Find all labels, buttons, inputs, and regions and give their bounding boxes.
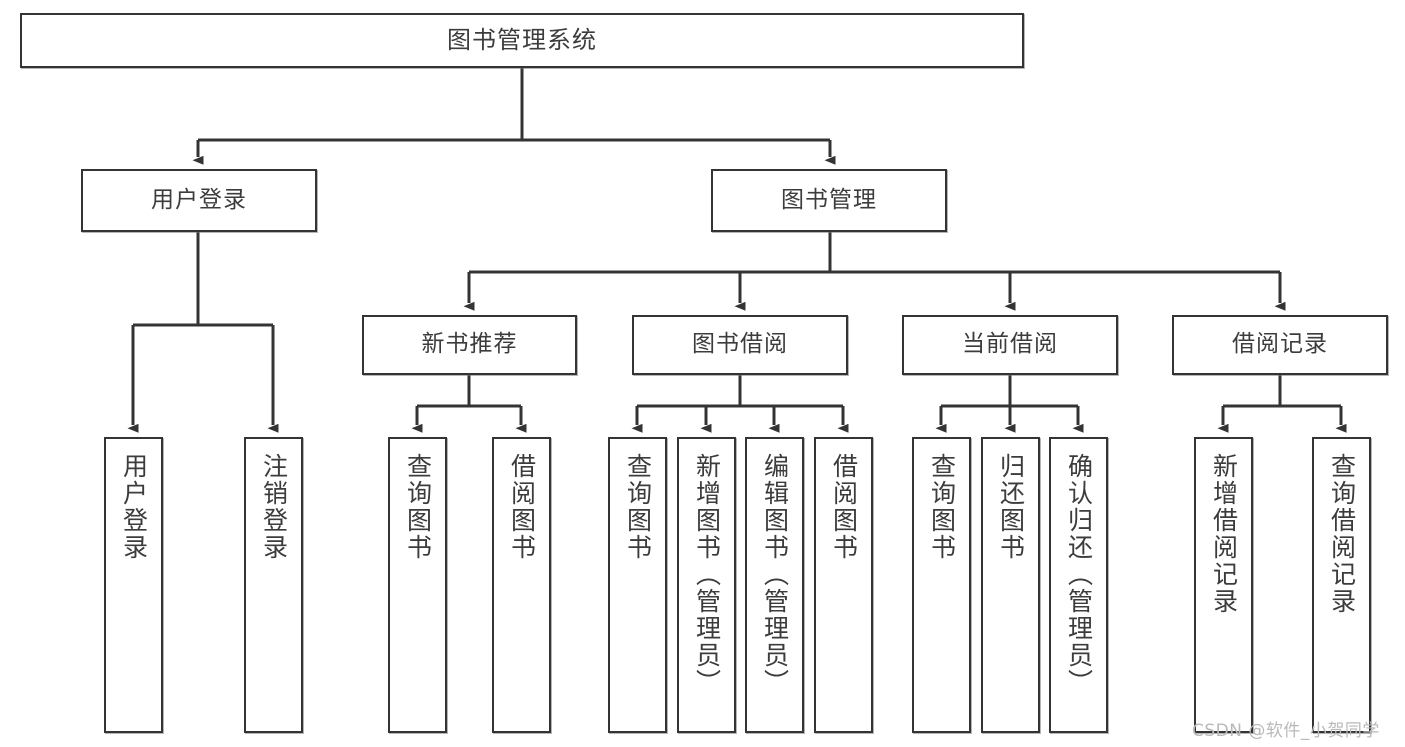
node-book-management[interactable]: 图书管理 (711, 169, 947, 232)
leaf-new-book-query-books[interactable]: 查询图书 (388, 437, 447, 733)
leaf-current-borrow-return-books[interactable]: 归还图书 (981, 437, 1040, 733)
leaf-new-book-borrow-books[interactable]: 借阅图书 (492, 437, 551, 733)
node-label: 新增借阅记录 (1209, 453, 1239, 615)
node-label: 用户登录 (119, 453, 149, 561)
node-label: 确认归还（管理员） (1064, 453, 1094, 696)
node-root-book-management-system[interactable]: 图书管理系统 (20, 13, 1024, 68)
leaf-user-login-logout[interactable]: 注销登录 (244, 437, 303, 733)
node-label: 借阅图书 (829, 453, 859, 561)
node-label: 图书管理 (781, 186, 877, 213)
node-label: 新书推荐 (421, 331, 518, 358)
leaf-borrow-record-add-record[interactable]: 新增借阅记录 (1194, 437, 1253, 733)
node-user-login[interactable]: 用户登录 (81, 169, 317, 232)
node-label: 新增图书（管理员） (692, 453, 722, 696)
node-label: 查询图书 (927, 453, 957, 561)
node-label: 图书管理系统 (447, 26, 597, 55)
node-label: 图书借阅 (692, 331, 788, 358)
node-label: 查询借阅记录 (1327, 453, 1357, 615)
node-label: 编辑图书（管理员） (760, 453, 790, 696)
node-book-borrowing[interactable]: 图书借阅 (632, 315, 848, 375)
node-label: 当前借阅 (962, 331, 1058, 358)
node-label: 借阅图书 (507, 453, 537, 561)
leaf-book-borrow-borrow-books[interactable]: 借阅图书 (814, 437, 873, 733)
node-new-book-recommendation[interactable]: 新书推荐 (362, 315, 577, 375)
leaf-book-borrow-query-books[interactable]: 查询图书 (608, 437, 667, 733)
leaf-book-borrow-add-book-admin[interactable]: 新增图书（管理员） (677, 437, 736, 733)
leaf-current-borrow-confirm-return-admin[interactable]: 确认归还（管理员） (1049, 437, 1108, 733)
node-label: 用户登录 (151, 186, 247, 213)
node-borrowing-record[interactable]: 借阅记录 (1172, 315, 1388, 375)
leaf-borrow-record-query-record[interactable]: 查询借阅记录 (1312, 437, 1371, 733)
csdn-watermark: CSDN @软件_小贺同学 (1192, 721, 1380, 741)
leaf-user-login-login[interactable]: 用户登录 (104, 437, 163, 733)
leaf-current-borrow-query-books[interactable]: 查询图书 (912, 437, 971, 733)
node-label: 归还图书 (996, 453, 1026, 561)
node-label: 借阅记录 (1232, 331, 1328, 358)
node-current-borrowing[interactable]: 当前借阅 (902, 315, 1118, 375)
node-label: 查询图书 (623, 453, 653, 561)
node-label: 查询图书 (403, 453, 433, 561)
leaf-book-borrow-edit-book-admin[interactable]: 编辑图书（管理员） (745, 437, 804, 733)
node-label: 注销登录 (259, 453, 289, 561)
